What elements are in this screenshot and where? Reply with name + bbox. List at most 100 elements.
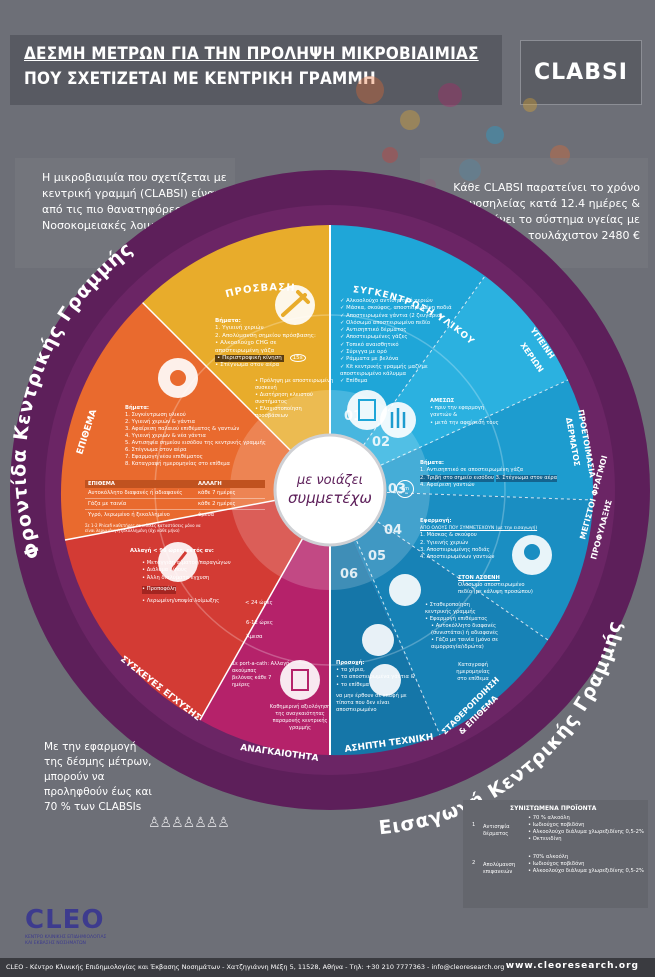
asiptiki-head: Προσοχή: [336,660,365,666]
asiptiki-text: Προσοχή: • τα χέρια, • τα αποστειρωμένα … [336,660,436,714]
anagkaiotita-text: Καθημερινή αξιολόγηση της αναγκαιότητας … [265,704,335,732]
people-icon: ♙♙♙♙♙♙♙ [148,815,230,831]
products-item: • 70% αλκοόλη [528,854,569,860]
logo-subtitle: ΚΕΝΤΡΟ ΚΛΙΝΙΚΗΣ ΕΠΙΔΗΜΙΟΛΟΓΙΑΣ ΚΑΙ ΕΚΒΑΣ… [25,935,107,946]
megistos-line: 2. Υγιεινής χεριών [420,539,469,546]
footer: CLEO - Κέντρο Κλινικής Επιδημιολογίας κα… [0,958,655,977]
megistos-patient: ΣΤΟΝ ΑΣΘΕΝΗ Ολόσωμο αποστειρωμένο πεδίο … [458,575,568,597]
hands-warning-icon [369,664,401,696]
megistos-head: Εφαρμογή: [420,518,452,524]
prosvasi-line: 2. Απολύμανση σημείου πρόσβασης: [215,332,316,339]
gloves-icon [389,574,421,606]
clipboard-icon [280,660,320,700]
megistos-text: Εφαρμογή: ΑΠΟ ΟΛΟΥΣ ΠΟΥ ΣΥΜΜΕΤΕΧΟΥΝ (με … [420,518,580,561]
megistos-subhead: ΑΠΟ ΟΛΟΥΣ ΠΟΥ ΣΥΜΜΕΤΕΧΟΥΝ (με την εισαγω… [420,526,538,532]
table-col-head: ΑΛΛΑΓΗ [198,481,222,487]
prosvasi-extra-line: συσκευή [255,385,277,391]
stathero-text: • Σταθεροποίηση κεντρικής γραμμής • Εφαρ… [425,602,535,651]
segment-syskeves [65,490,330,720]
center-text-2: συμμετέχω [288,489,372,507]
segment-megistos [330,490,593,640]
checklist-item: ✓ Αντισηπτικό δέρματος [340,327,407,334]
megistos-patient-line: πεδίο (με κάλυψη προσώπου) [458,589,533,596]
ygieini-line: • πριν την εφαρμογή [430,405,485,412]
footer-contact: CLEO - Κέντρο Κλινικής Επιδημιολογίας κα… [6,963,505,971]
syskeves-time: < 24 ώρες [245,600,273,606]
products-label-line: Αντισηψία [483,824,510,830]
epithema-line: 7. Εφαρμογή νέου επιθέματος [125,454,203,460]
products-item: • Οκτενιδίνη [528,836,562,842]
prosvasi-line: αποστειρωμένη γάζα [215,347,275,354]
prosvasi-extra-line: • Πρόληψη με αποστειρωμένη [255,378,334,384]
checklist-item: ✓ Επίθεμα [340,378,368,385]
epithema-line: 6. Στέγνωμα στον αέρα [125,447,187,453]
products-item: • Αλκοολούχο διάλυμα χλωρεξιδίνης 0,5-2% [528,829,644,835]
proetoimasia-head: Βήματα: [420,460,444,466]
syskeves-times: < 24 ώρες [245,600,273,606]
segment-proetoimasia [330,380,594,500]
cleo-logo: CLEO ΚΕΝΤΡΟ ΚΛΙΝΙΚΗΣ ΕΠΙΔΗΜΙΟΛΟΓΙΑΣ ΚΑΙ … [25,905,115,947]
table-row: Υγρό, λερωμένο ή ξεκολλημένο άμεσα [85,510,265,520]
patient-icon [362,624,394,656]
syskeves-text: Αλλαγή < 96 ώρες, εκτός αν: • Μετάγγιση … [112,548,272,605]
epithema-line: 3. Αφαίρεση παλαιού επιθέματος & γαντιών [125,426,240,432]
title-line-1: ΔΕΣΜΗ ΜΕΤΡΩΝ ΓΙΑ ΤΗΝ ΠΡΟΛΗΨΗ ΜΙΚΡΟΒΙΑΙΜΙ… [24,44,479,64]
megistos-patient-line: Ολόσωμο αποστειρωμένο [458,582,525,589]
syskeves-time: Άμεσα [246,634,263,640]
products-label-line: δέρματος [483,831,509,837]
segment-icons [158,285,552,700]
prosvasi-line: 1. Υγιεινή χεριών [215,325,264,332]
table-cell: Αυτοκόλλητο διαφανές ή αδιαφανές [88,490,183,496]
checklist-item: ✓ Αποστειρωμένες γάζες [340,334,408,341]
syskeves-extra-line: Σε port-a-cath: Αλλαγή ακούμπας [232,661,290,674]
step-number-6: 06 [340,567,358,582]
products-row-label: Αντισηψία δέρματος [483,824,528,838]
prevention-message: Με την εφαρμογή της δέσμης μέτρων, μπορο… [44,741,152,813]
clabsi-badge: CLABSI [520,40,642,105]
prosvasi-extra-line: • Διατήρηση κλειστού συστήματος [255,392,313,405]
table-cell: Υγρό, λερωμένο ή ξεκολλημένο [88,512,170,518]
header-bar [10,35,502,105]
prosvasi-extra: • Πρόληψη με αποστειρωμένη συσκευή • Δια… [255,378,335,420]
stathero-line: • Εφαρμογή επιθέματος [425,616,488,622]
syskeves-time: 6-12 ώρες [246,620,273,626]
syskeves-line: • Μετάγγιση αίματος/παραγώγων [142,559,231,566]
products-row-items: • 70 % αλκοόλη • Ιωδιούχος ποβιδόνη • Αλ… [528,815,648,843]
title-line-2: ΠΟΥ ΣΧΕΤΙΖΕΤΑΙ ΜΕ ΚΕΝΤΡΙΚΗ ΓΡΑΜΜΗ [24,69,376,89]
segment-ygieini [330,276,568,490]
stathero-line: • Αυτοκόλλητο διαφανές [431,623,497,629]
stathero-extra-line: στο επίθεμα [457,676,489,682]
syskeves-line: • Λερωμένη/υποψία λοίμωξης [142,597,220,604]
syskeves-line: • Άλλη διαλύματα έγχυση [142,574,210,581]
syskeves-extra-line: ημέρες [232,682,250,688]
products-table-title: ΣΥΝΙΣΤΩΜΕΝΑ ΠΡΟΪΟΝΤΑ [510,805,597,812]
prosvasi-line: • Στέγνωμα στον αέρα [215,362,280,369]
megistos-patient-head: ΣΤΟΝ ΑΣΘΕΝΗ [458,575,500,581]
table-cell: κάθε 2 ημέρες [198,501,236,507]
syskeves-line: • Διάλυμα λίπους [142,567,188,573]
footer-website-link[interactable]: www.cleoresearch.org [505,961,639,971]
asiptiki-line: • το επίθεμα [336,681,370,688]
products-item: • Αλκοολούχο διάλυμα χλωρεξιδίνης 0,5-2% [528,868,644,874]
megistos-line: 1. Μάσκας & σκούφου [420,532,477,539]
segment-asiptiki [330,490,440,756]
table-cell: άμεσα [198,512,215,518]
center-circle [273,433,387,547]
products-table [463,800,648,908]
products-item: • 70 % αλκοόλη [528,815,570,821]
stathero-line: (συνιστάται) ή αδιαφανές [431,630,499,636]
checklist-item: ✓ Ράμματα με βελόνα [340,356,399,363]
checklist-item: ✓ Ολόσωμο αποστειρωμένο πεδίο [340,319,431,326]
proetoimasia-line: 3. Στέγνωμα στον αέρα [495,474,558,482]
stathero-extra: Καταγραφή ημερομηνίας στο επίθεμα [438,662,508,683]
syskeves-extra-line: βελόνας κάθε 7 [232,675,272,681]
page-title: ΔΕΣΜΗ ΜΕΤΡΩΝ ΓΙΑ ΤΗΝ ΠΡΟΛΗΨΗ ΜΙΚΡΟΒΙΑΙΜΙ… [24,42,494,92]
epithema-line: 1. Συγκέντρωση υλικού [125,412,186,418]
epithema-line: 4. Υγιεινή χεριών & νέα γάντια [125,433,206,439]
epithema-line: 5. Αντισηψία σημείου εισόδου της κεντρικ… [125,440,266,446]
epithema-table: ΕΠΙΘΕΜΑ ΑΛΛΑΓΗ Αυτοκόλλητο διαφανές ή αδ… [85,480,265,533]
stathero-extra-line: ημερομηνίας [456,669,490,675]
epithema-line: 8. Καταγραφή ημερομηνίας στο επίθεμα [125,461,230,467]
asiptiki-extra: αποστειρωμένο [336,707,377,714]
